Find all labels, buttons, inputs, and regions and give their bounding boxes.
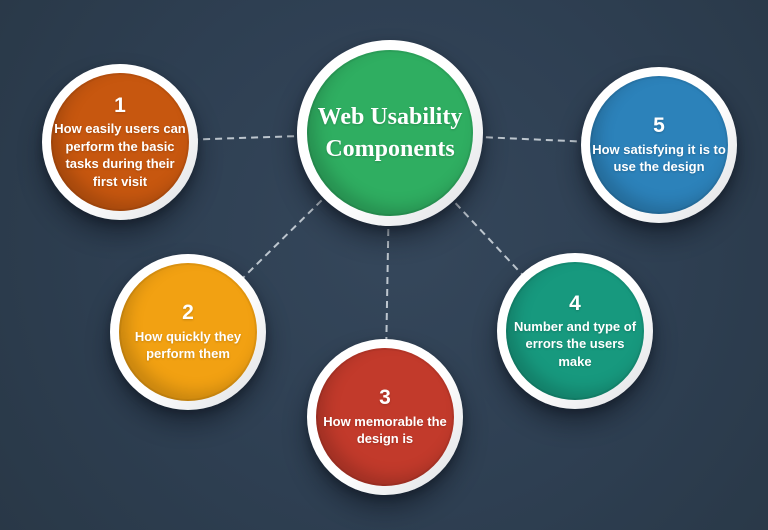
diagram-title-line1: Web Usability: [317, 103, 463, 130]
connector-line-4: [389, 132, 576, 332]
connector-line-5: [389, 132, 660, 146]
node-number: 1: [114, 93, 126, 117]
node-number: 5: [653, 114, 665, 138]
node-circle-4: 4 Number and type of errors the users ma…: [497, 253, 653, 409]
node-circle-5: 5 How satisfying it is to use the design: [581, 67, 737, 223]
node-circle-3: 3 How memorable the design is: [307, 339, 463, 495]
node-circle-1: 1 How easily users can perform the basic…: [42, 64, 198, 220]
node-circle-1-face: 1 How easily users can perform the basic…: [51, 73, 189, 211]
node-circle-2: 2 How quickly they perform them: [110, 254, 266, 410]
node-number: 2: [182, 301, 194, 325]
diagram-title-line2: Components: [325, 136, 455, 162]
node-circle-4-face: 4 Number and type of errors the users ma…: [506, 262, 644, 400]
node-label: How memorable the design is: [323, 413, 447, 447]
node-circle-2-face: 2 How quickly they perform them: [119, 263, 257, 401]
connector-line-1: [119, 132, 391, 143]
center-circle: Web Usability Components: [297, 40, 483, 226]
node-number: 4: [569, 291, 581, 315]
node-label: How quickly they perform them: [134, 328, 242, 362]
node-circle-5-face: 5 How satisfying it is to use the design: [590, 76, 728, 214]
node-label: How satisfying it is to use the design: [592, 141, 726, 175]
node-label: Number and type of errors the users make: [513, 318, 637, 369]
node-number: 3: [379, 386, 391, 410]
center-circle-face: Web Usability Components: [307, 50, 473, 216]
node-circle-3-face: 3 How memorable the design is: [316, 348, 454, 486]
node-label: How easily users can perform the basic t…: [54, 120, 186, 189]
diagram-title: Web Usability Components: [318, 101, 463, 166]
